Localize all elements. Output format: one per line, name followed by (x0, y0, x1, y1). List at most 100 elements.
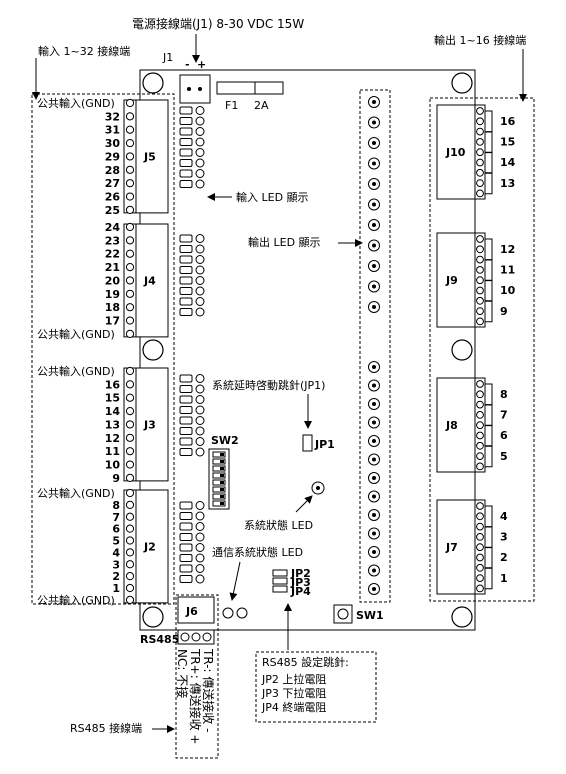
input-pin-number: 30 (105, 137, 121, 150)
input-led-resistor (195, 297, 205, 306)
terminal-screw (476, 138, 484, 146)
j2-label: J2 (143, 540, 156, 553)
input-led (179, 180, 193, 188)
input-led (179, 287, 193, 295)
terminal-screw (476, 189, 484, 198)
input-led (179, 437, 193, 446)
terminal-screw (476, 421, 484, 430)
terminal-screw (125, 366, 135, 376)
output-led-dot (372, 120, 376, 125)
input-led-resistor (195, 234, 205, 243)
input-led (179, 543, 193, 552)
sw2-switch (212, 472, 226, 479)
output-led-dot (372, 284, 376, 289)
input-pin-number: 11 (105, 445, 120, 458)
jumper-settings-box (255, 651, 377, 723)
terminal-screw (476, 266, 484, 274)
sw2-switch-lever (220, 460, 224, 463)
sw2-switch (212, 479, 226, 486)
output-led-dot (372, 202, 376, 207)
j6-terminals (177, 629, 215, 645)
terminal-screw (476, 276, 484, 285)
input-led (179, 266, 193, 274)
jp2-label: JP2 (290, 567, 311, 580)
output-led-dot (372, 420, 376, 425)
j10-connector-body (436, 104, 476, 200)
comm-led-arrow (229, 561, 241, 601)
jp1-label: JP1 (314, 438, 335, 451)
terminal-screw (125, 205, 135, 214)
input-led (179, 234, 193, 243)
jp2-jp4-jumpers (272, 569, 288, 593)
output-led-dot (372, 550, 376, 554)
terminal-screw (476, 584, 484, 593)
j6-connector (177, 596, 215, 624)
output-pin-number: 13 (500, 177, 515, 190)
output-led-dot (372, 305, 376, 309)
input-led (179, 297, 193, 306)
terminal-screw (476, 179, 484, 188)
input-pin-number: 31 (105, 124, 120, 137)
mounting-hole (142, 72, 164, 94)
terminal-screw (476, 543, 484, 552)
terminal-screw (476, 390, 484, 399)
input-led-column (179, 106, 205, 584)
output-pin-number: 12 (500, 243, 515, 256)
output-led-dot (372, 439, 376, 443)
output-bracket (485, 505, 493, 528)
terminal-screw (125, 329, 135, 338)
j1-plus: + (197, 58, 206, 71)
output-led-dot (372, 243, 376, 248)
input-led-resistor (195, 158, 205, 168)
rs485-trp: TR+: 傳送接收 + (188, 648, 203, 744)
comm-led (236, 607, 248, 619)
output-bracket (485, 567, 493, 590)
terminal-screw (125, 583, 135, 593)
j9-label: J9 (445, 274, 458, 287)
output-led-dot (372, 531, 376, 536)
input-pin-number: 20 (105, 274, 121, 287)
input-led-resistor (195, 447, 205, 457)
sw2-body (208, 448, 230, 510)
input-pin-number: 14 (105, 405, 121, 418)
input-terminal-area (31, 93, 175, 605)
terminal-screw (125, 393, 135, 402)
input-led-resistor (195, 148, 205, 157)
output-bracket (485, 131, 493, 154)
jp1-desc: 系統延時啓動跳針(JP1) (212, 378, 325, 392)
output-pin-number: 8 (500, 388, 508, 401)
terminal-screw (476, 400, 484, 409)
output-pin-number: 9 (500, 305, 508, 318)
input-led-resistor (195, 106, 205, 115)
terminal-screw (476, 502, 484, 510)
sw2-switch-lever (220, 488, 224, 491)
input-led (179, 564, 193, 573)
terminal-screw (125, 236, 135, 245)
input-led (179, 512, 193, 520)
input-led (179, 448, 193, 456)
terminal-screw (125, 536, 135, 545)
sw2-label: SW2 (211, 434, 239, 447)
input-pin-number: 29 (105, 150, 120, 163)
terminal-screw (476, 168, 484, 177)
output-led-dot (372, 264, 376, 268)
terminal-screw (125, 276, 135, 285)
sw2-switch-lever (220, 495, 224, 498)
terminal-screw (476, 380, 484, 388)
output-pin-number: 10 (500, 284, 516, 297)
output-pin-number: 14 (500, 156, 516, 169)
input-led-resistor (195, 286, 205, 296)
terminal-screw (125, 447, 135, 456)
j3-label: J3 (143, 418, 156, 431)
output-pin-number: 6 (500, 429, 508, 442)
mounting-holes (142, 72, 473, 628)
input-pin-number: 23 (105, 234, 120, 247)
sw2-switch-lever (220, 453, 224, 456)
output-led-column (368, 96, 380, 595)
